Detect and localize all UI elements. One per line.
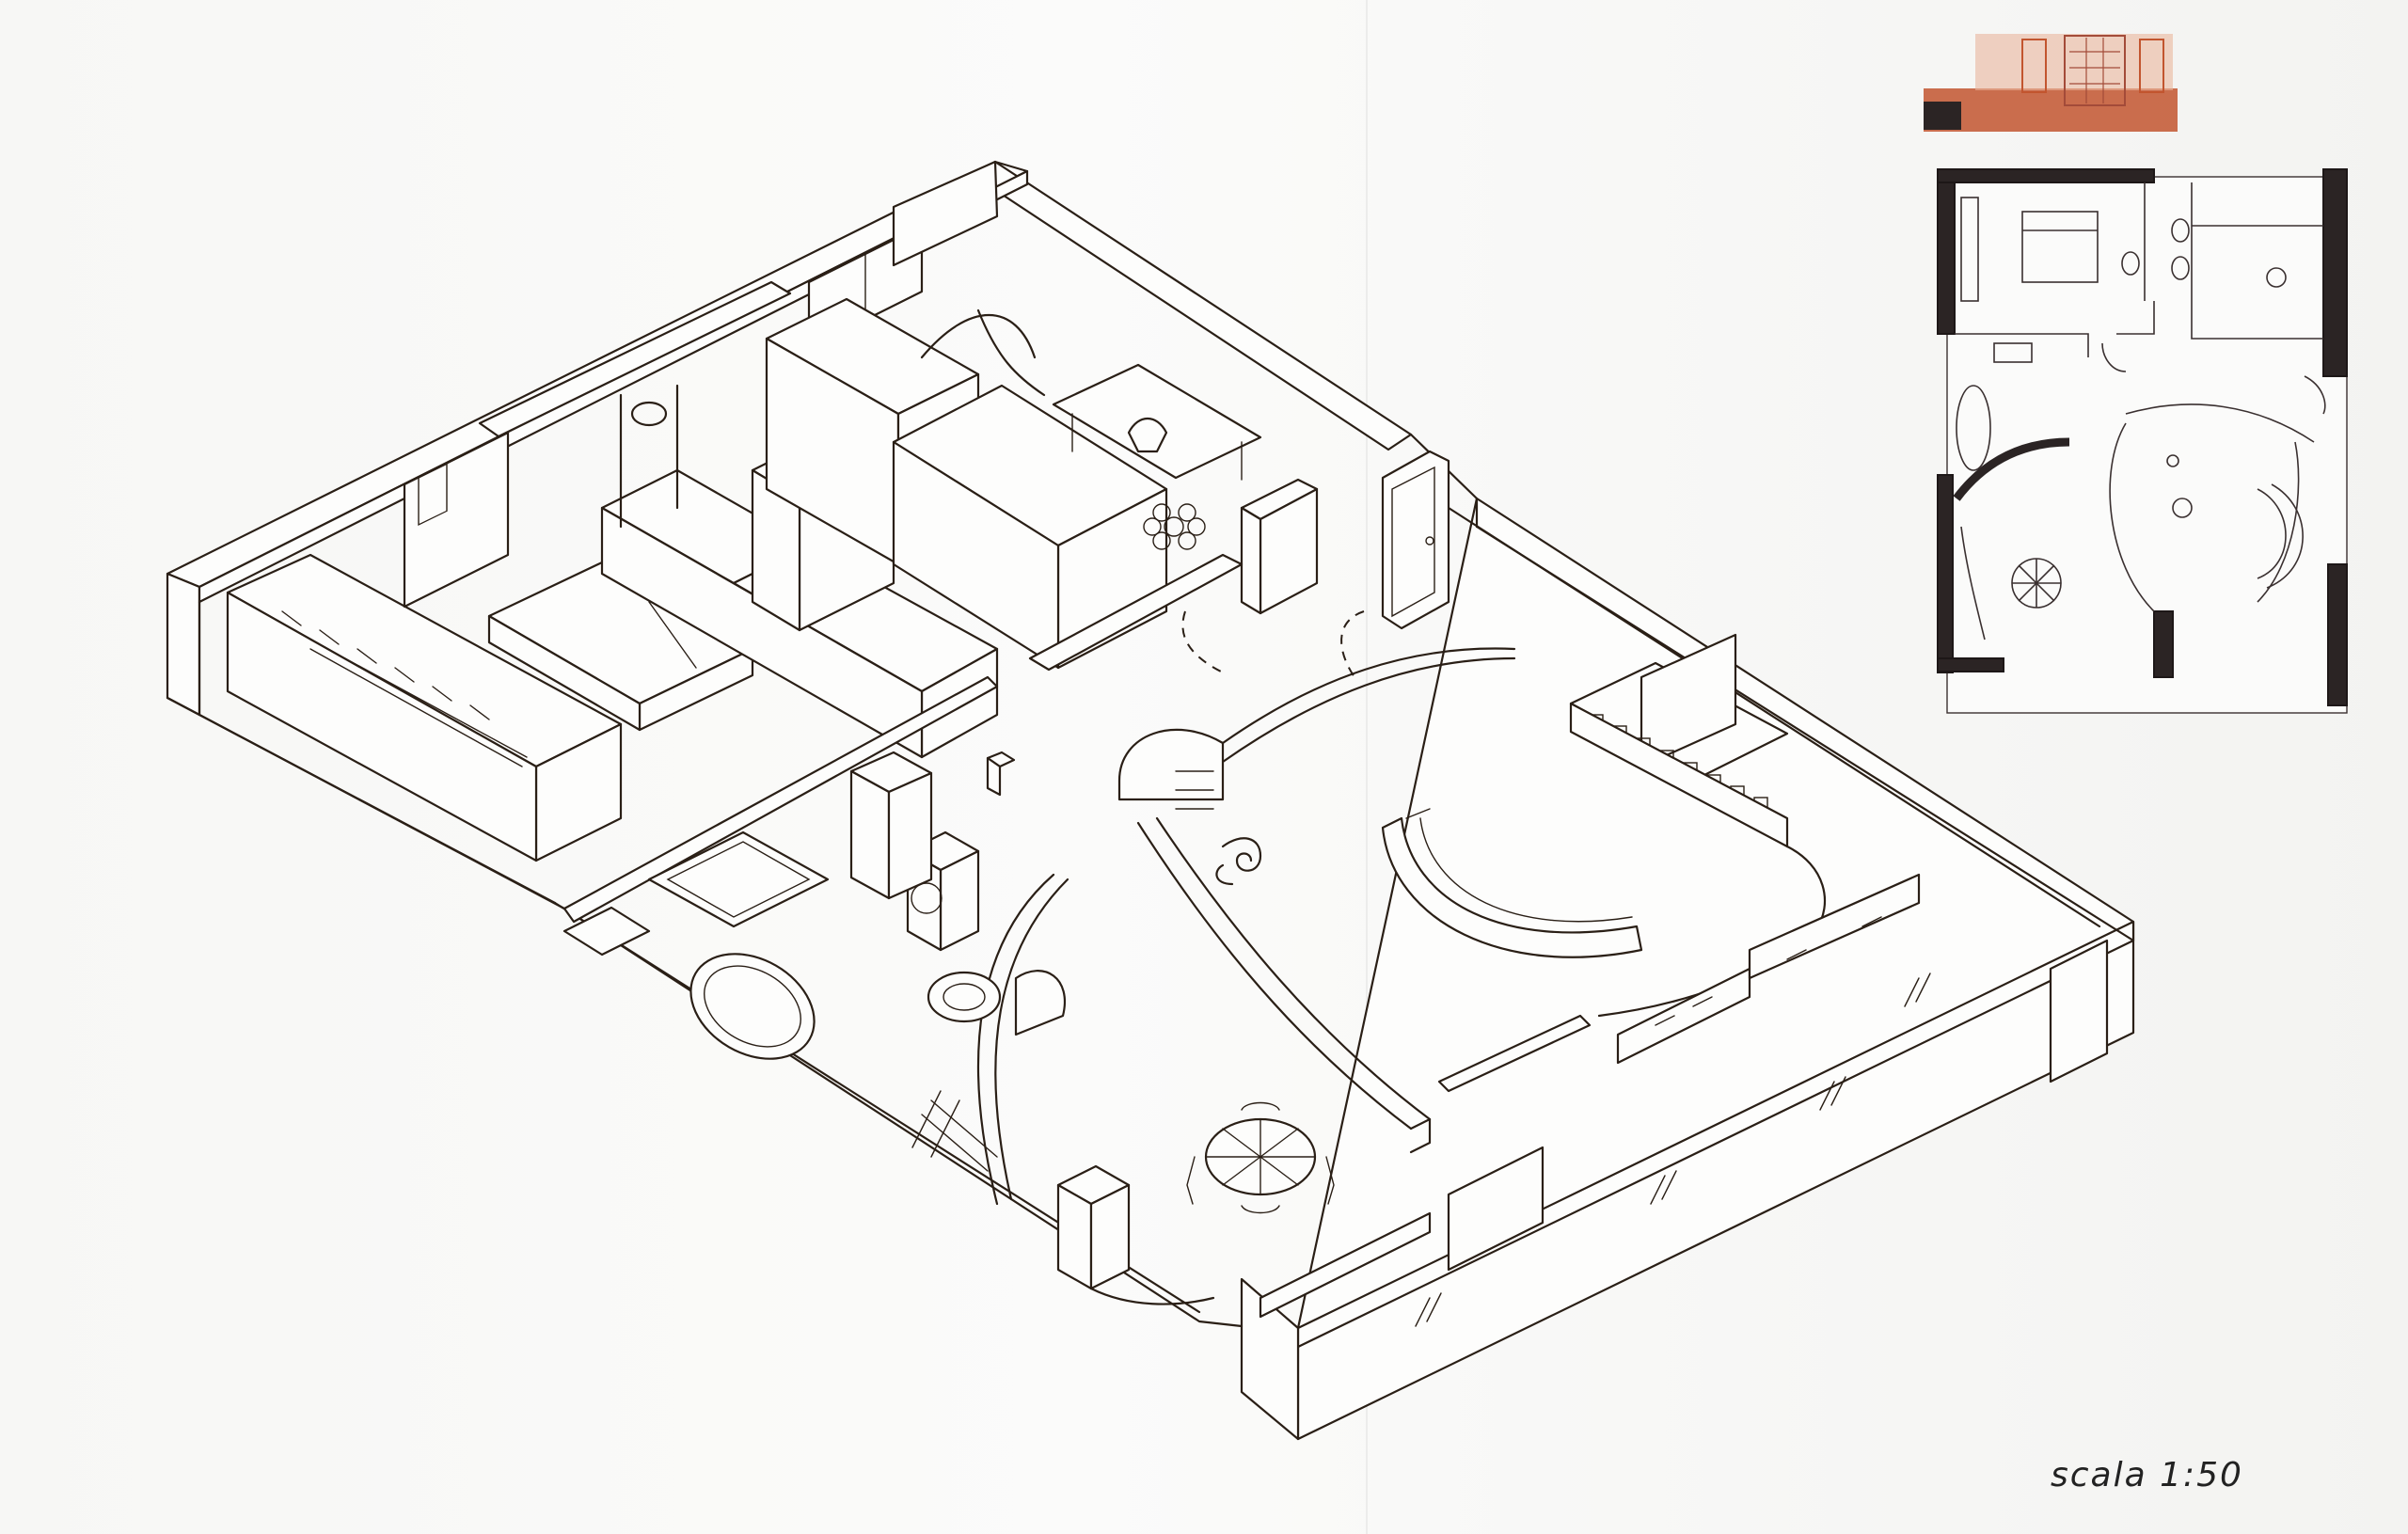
- lower-bathroom-area: [562, 675, 1545, 1319]
- dining-table: [1186, 1101, 1335, 1214]
- small-floor-plan: [1937, 168, 2348, 714]
- entrance-door: [1181, 450, 1450, 678]
- study-room-area: [765, 297, 1319, 672]
- elevation-sketch: [1924, 34, 2178, 132]
- bedroom-area: [226, 280, 792, 862]
- curved-sliding-wall: [1136, 816, 1432, 1154]
- lower-right-furniture: [1437, 873, 1921, 1093]
- scale-label: scala 1:50: [2051, 1456, 2243, 1494]
- living-curved-partition: [1117, 633, 1827, 1018]
- rug-flower-icon: [1143, 503, 1206, 550]
- paper-fold: [1366, 0, 1368, 1534]
